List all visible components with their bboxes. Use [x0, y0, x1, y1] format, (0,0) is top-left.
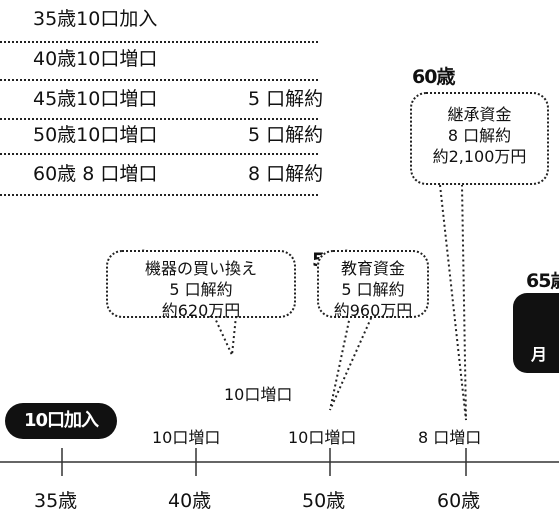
plan-entry: 40歳10口増口	[33, 48, 158, 70]
dotted-divider	[0, 153, 318, 155]
floating-increase-label: 10口増口	[224, 385, 293, 404]
callout-tail-50	[329, 315, 373, 411]
callout-line: 5 口解約	[169, 280, 233, 299]
callout-line: 約960万円	[333, 301, 413, 320]
plan-row: 50歳10口増口 5 口解約	[33, 122, 333, 148]
age-label: 60歳	[437, 490, 481, 512]
callout-bubble-50: 教育資金 5 口解約 約960万円	[317, 250, 429, 320]
plan-cancel: 5 口解約	[248, 124, 324, 146]
callout-line: 月	[531, 345, 548, 364]
plan-entry: 50歳10口増口	[33, 124, 158, 146]
age-label: 50歳	[302, 490, 346, 512]
age-label: 35歳	[34, 490, 78, 512]
plan-cancel: 8 口解約	[248, 163, 324, 185]
plan-entry: 35歳10口加入	[33, 8, 158, 30]
callout-line: 教育資金	[340, 259, 405, 278]
dotted-divider	[0, 194, 318, 196]
callout-line: 5 口解約	[341, 280, 405, 299]
callout-line: 機器の買い換え	[144, 259, 257, 278]
callout-line: 8 口解約	[447, 126, 512, 145]
age-label: 40歳	[168, 490, 212, 512]
callout-tail-45	[213, 315, 237, 359]
callout-line: 約620万円	[161, 301, 241, 320]
callout-age-65: 65歳	[526, 270, 559, 292]
callout-line: 約2,100万円	[432, 147, 527, 166]
timeline-event: 10口増口	[288, 428, 357, 447]
start-pill: 10口加入	[5, 403, 117, 439]
plan-entry: 60歳 8 口増口	[33, 163, 158, 185]
callout-box-65: 月	[513, 293, 559, 373]
dotted-divider	[0, 41, 318, 43]
plan-row: 35歳10口加入	[33, 6, 333, 32]
plan-row: 45歳10口増口 5 口解約	[33, 86, 333, 112]
timeline-event: 10口増口	[152, 428, 221, 447]
callout-tail-60	[439, 184, 467, 421]
callout-bubble-60: 継承資金 8 口解約 約2,100万円	[410, 92, 549, 185]
plan-row: 60歳 8 口増口 8 口解約	[33, 161, 333, 187]
dotted-divider	[0, 118, 318, 120]
callout-age-60: 60歳	[412, 66, 455, 88]
callout-bubble-45: 機器の買い換え 5 口解約 約620万円	[106, 250, 296, 320]
plan-entry: 45歳10口増口	[33, 88, 158, 110]
callout-line: 継承資金	[447, 105, 512, 124]
dotted-divider	[0, 79, 318, 81]
plan-cancel: 5 口解約	[248, 88, 324, 110]
timeline-event: 8 口増口	[418, 428, 482, 447]
plan-row: 40歳10口増口	[33, 46, 333, 72]
